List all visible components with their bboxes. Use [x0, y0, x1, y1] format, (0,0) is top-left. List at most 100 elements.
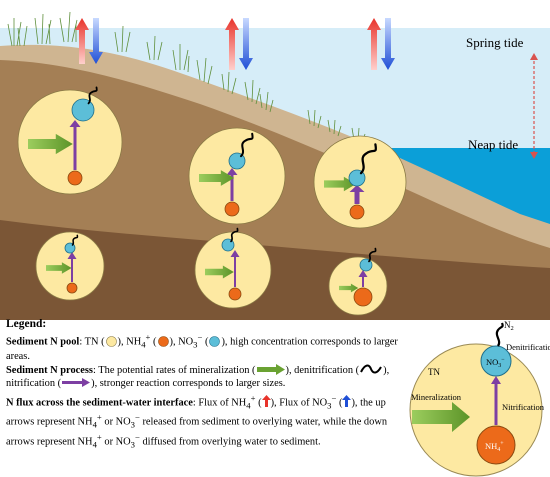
process-text-b: ), denitrification (: [285, 365, 360, 377]
spring-tide-label: Spring tide: [466, 35, 524, 50]
denitrification-squiggle: [230, 227, 239, 243]
flux-no3-sub: 3: [327, 400, 332, 411]
flux-text-a: : Flux of NH: [192, 397, 247, 409]
flux-nh4-sub: 4: [246, 400, 251, 411]
nh4-flux-up-arrow: [367, 18, 381, 70]
nh4-flux-up-arrow: [225, 18, 239, 70]
legend-figure: N2 Denitrification TN NO3− Mineralizatio…: [409, 320, 550, 477]
flux-text-f: or NO: [101, 416, 131, 428]
estuary-diagram: Spring tide Neap tide: [0, 11, 550, 320]
nh4-pool: [353, 287, 373, 307]
no3-sub: 3: [193, 339, 198, 350]
nitrification-arrow: [226, 168, 238, 201]
pool-text-tn: : TN (: [79, 336, 105, 348]
legend-mineralization-label: Mineralization: [411, 392, 462, 402]
pool-text-no3: ), NO: [169, 336, 194, 348]
nitrification-arrow: [67, 252, 77, 282]
sediment-n-pool: [313, 135, 407, 229]
mineralization-arrow: [324, 176, 356, 192]
tn-pool: [328, 256, 388, 316]
flux-down-arrow-icon: [342, 395, 352, 408]
no3-flux-down-arrow: [89, 18, 103, 64]
pool-text-no3-open: (: [150, 336, 157, 348]
process-text-a: : The potential rates of mineralization …: [92, 365, 256, 377]
mineralization-arrow: [339, 283, 359, 293]
no3-sup: −: [197, 332, 203, 343]
pool-text-no3-paren: (: [202, 336, 209, 348]
mineralization-arrow: [28, 133, 73, 155]
mineralization-arrow-icon: [256, 364, 285, 376]
neap-tide-label: Neap tide: [468, 137, 518, 152]
nitrification-arrow: [230, 250, 240, 287]
nh4-flux-up-arrow: [75, 18, 89, 64]
legend-process: Sediment N process: The potential rates …: [6, 364, 398, 390]
sediment-n-pool: [17, 86, 123, 195]
flux-no3-sub-3: 3: [130, 439, 135, 450]
sediment-n-pool: [194, 227, 272, 309]
nh4-pool-icon: [157, 335, 169, 347]
nh4-pool: [66, 282, 78, 294]
mineralization-arrow: [46, 262, 72, 274]
sediment-n-pool: [188, 127, 286, 225]
nitrification-arrow-icon: [62, 378, 91, 388]
nitrification-arrow: [358, 270, 368, 287]
denitrification-squiggle: [239, 132, 254, 158]
legend-nh4-label: NH4+: [485, 441, 504, 453]
legend-no3-label: NO3−: [486, 357, 505, 369]
flux-no3-sup: −: [331, 392, 337, 403]
pool-text-end: ), high concentration corresponds to lar…: [6, 336, 398, 362]
legend-nh4-pool: [476, 425, 516, 465]
nh4-pool: [224, 201, 240, 217]
legend-denitrification-label: Denitrification: [506, 342, 550, 352]
tide-range-arrow-top: [530, 53, 538, 60]
legend-title: Legend:: [6, 318, 47, 330]
tn-pool: [17, 89, 123, 195]
sediment-n-pool: [328, 247, 388, 316]
no3-flux-down-arrow: [381, 18, 395, 70]
process-text-d: ), stronger reaction corresponds to larg…: [91, 378, 286, 390]
flux-no3-sub-2: 3: [130, 419, 135, 430]
legend-pool: Sediment N pool: TN ( ), NH4+ ( ), NO3− ()…: [6, 331, 398, 363]
denitrification-squiggle: [87, 86, 98, 105]
legend-tn-label: TN: [428, 367, 440, 377]
flux-text-c: ), Flux of NO: [270, 397, 328, 409]
nh4-sup: +: [145, 332, 151, 343]
flux-text-d: (: [336, 397, 343, 409]
legend-nitrification-arrow: [491, 376, 501, 425]
nitrification-arrow: [349, 185, 365, 204]
pool-text-nh4: ), NH: [117, 336, 142, 348]
legend-nitrification-label: Nitrification: [502, 402, 545, 412]
denitrification-squiggle: [368, 247, 377, 263]
legend-text: Legend: Sediment N pool: TN (), NH4+ (),…: [6, 318, 398, 452]
tn-pool-icon: [105, 335, 117, 347]
flux-no3-sup-2: −: [134, 412, 140, 423]
flux-up-arrow-icon: [261, 395, 271, 408]
mineralization-arrow: [205, 265, 234, 279]
nitrification-arrow: [69, 120, 81, 170]
pool-heading: Sediment N pool: [6, 336, 80, 348]
process-text-c: ), nitrification (: [6, 365, 390, 390]
nh4-sub: 4: [141, 339, 146, 350]
legend-mineralization-arrow: [412, 402, 470, 432]
flux-nh4-sup-2: +: [96, 412, 102, 423]
nh4-pool: [349, 204, 365, 220]
deep-sediment-layer: [0, 220, 550, 320]
flux-nh4-sup: +: [250, 392, 256, 403]
flux-text-h: or NO: [101, 436, 131, 448]
no3-pool: [71, 98, 95, 122]
sediment-n-pool: [35, 231, 105, 301]
tn-pool: [35, 231, 105, 301]
no3-flux-down-arrow: [239, 18, 253, 70]
mineralization-arrow: [199, 170, 235, 186]
denitrification-squiggle-icon: [360, 364, 382, 374]
flux-text-g: released from sediment to overlying wate…: [6, 416, 388, 448]
flux-no3-sup-3: −: [134, 432, 140, 443]
denitrification-squiggle: [71, 234, 79, 246]
legend-n2-label: N2: [504, 320, 514, 332]
no3-pool-icon: [209, 335, 221, 347]
tide-range-arrow-bottom: [530, 152, 538, 159]
marsh-grass: [7, 11, 366, 145]
flux-nh4-sub-3: 4: [92, 439, 97, 450]
tn-pool: [188, 127, 286, 225]
flux-nh4-sup-3: +: [96, 432, 102, 443]
